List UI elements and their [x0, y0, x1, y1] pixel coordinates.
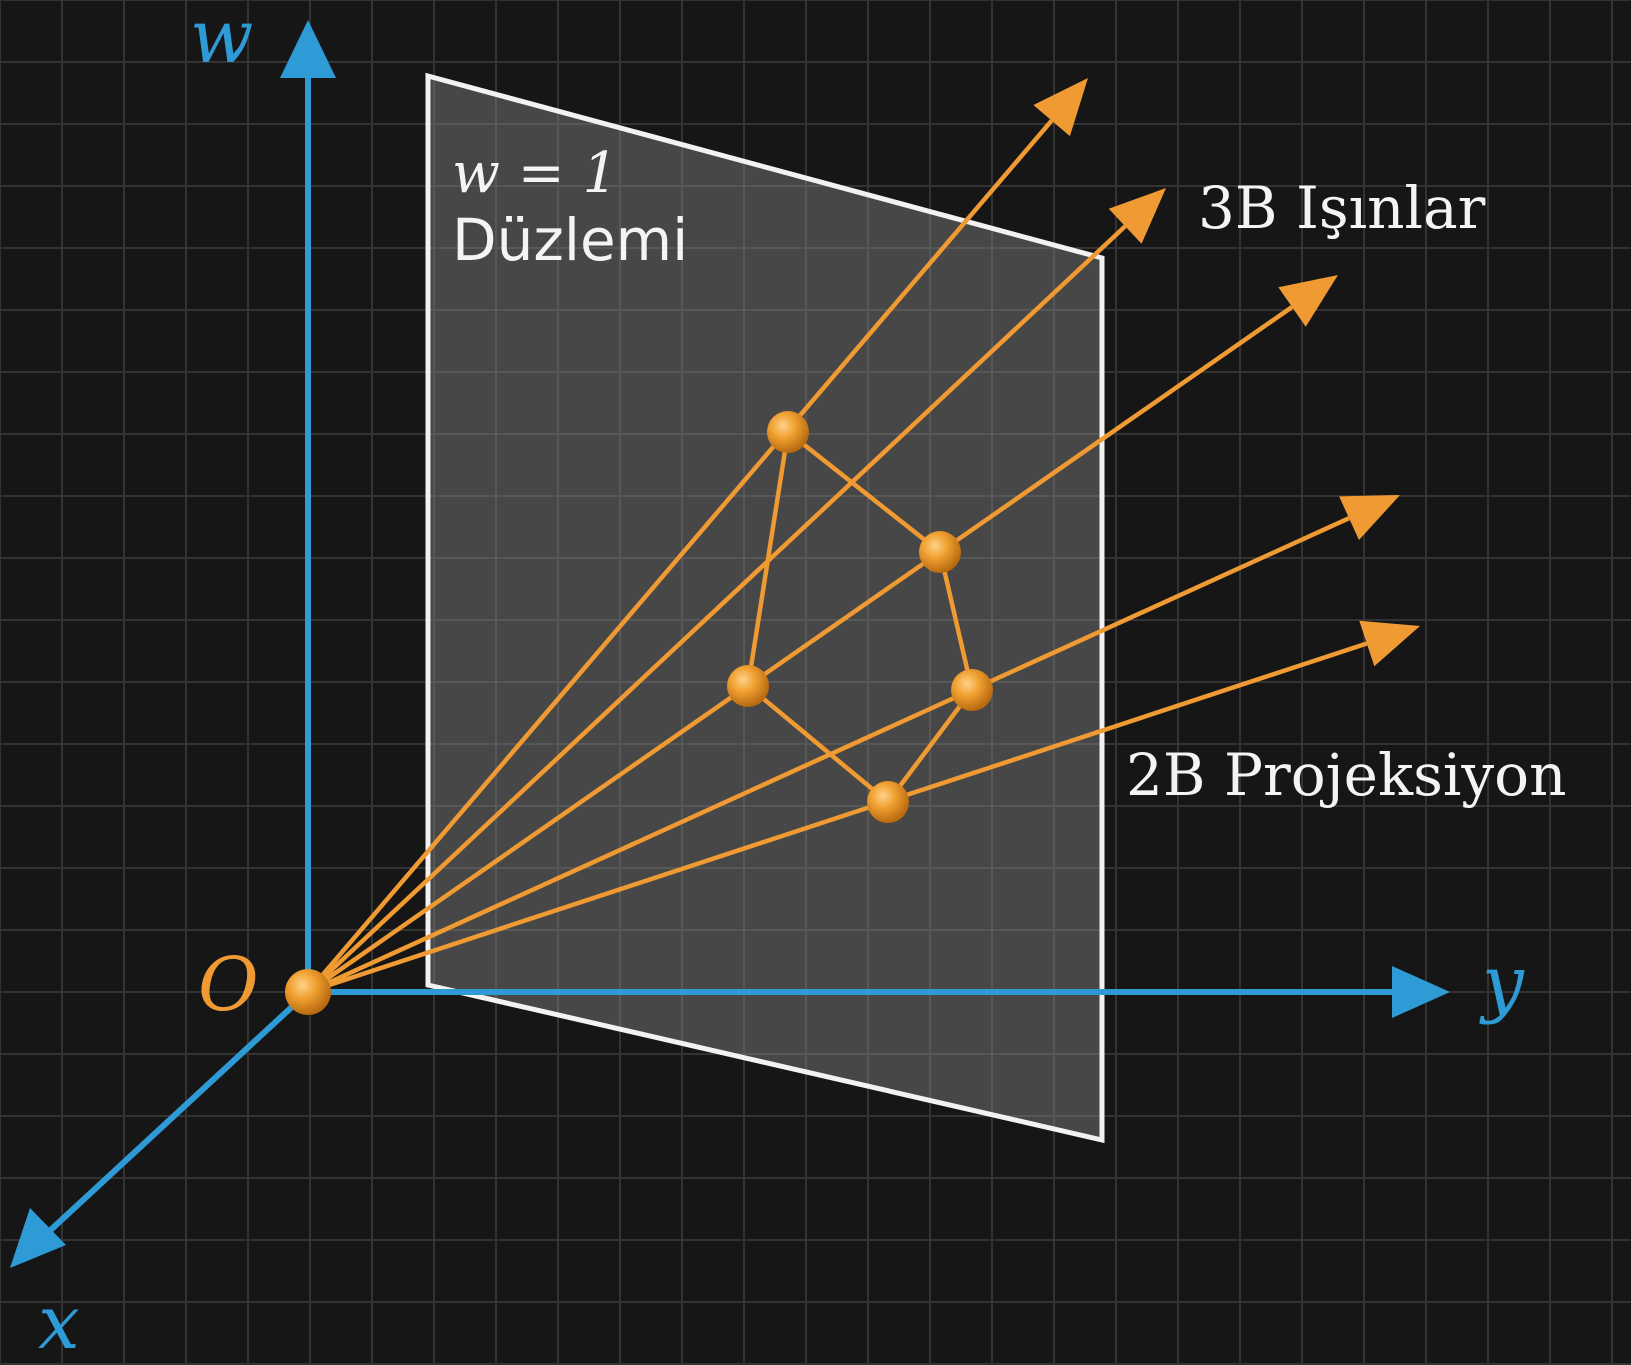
projection-label: 2B Projeksiyon — [1126, 741, 1566, 809]
ray-arrowhead — [1339, 495, 1400, 541]
w-axis-arrowhead — [280, 20, 336, 78]
ray-arrowhead — [1108, 188, 1166, 244]
ray-line — [306, 119, 1054, 994]
ray-line — [306, 305, 1294, 994]
w-axis-label: w — [190, 0, 253, 80]
ray-arrowhead — [1278, 275, 1338, 327]
ray-line — [307, 641, 1368, 995]
projected-point-5 — [867, 781, 909, 823]
projected-point-1 — [767, 411, 809, 453]
plane-name-label: Düzlemi — [452, 206, 688, 274]
projected-point-2 — [919, 531, 961, 573]
x-axis-label: x — [38, 1280, 80, 1365]
y-axis-label: y — [1479, 940, 1525, 1026]
origin-label: O — [198, 942, 259, 1028]
ray-3 — [306, 275, 1338, 994]
pentagon-edge — [745, 431, 791, 687]
origin-point — [285, 969, 331, 1015]
projected-points — [727, 411, 993, 823]
x-axis — [10, 989, 311, 1268]
plane-equation-label: w = 1 — [452, 141, 618, 206]
y-axis — [308, 966, 1450, 1018]
pentagon-edge — [746, 684, 890, 804]
projected-point-4 — [951, 669, 993, 711]
ray-arrowhead — [1359, 620, 1420, 667]
y-axis-arrowhead — [1392, 966, 1450, 1018]
ray-arrowhead — [1033, 78, 1088, 137]
ray-5 — [307, 620, 1420, 995]
rays-label: 3B Işınlar — [1198, 174, 1486, 242]
ray-line — [306, 224, 1127, 994]
pentagon-edge — [786, 430, 942, 554]
w-axis — [280, 20, 336, 992]
ray-2 — [306, 188, 1166, 994]
pentagon-edge — [937, 551, 975, 691]
w1-plane — [425, 72, 1105, 1144]
pentagon-edge — [886, 688, 974, 804]
projected-point-3 — [727, 665, 769, 707]
ray-1 — [306, 78, 1088, 994]
x-axis-arrowhead — [10, 1208, 66, 1268]
pentagon-edges — [745, 430, 975, 804]
